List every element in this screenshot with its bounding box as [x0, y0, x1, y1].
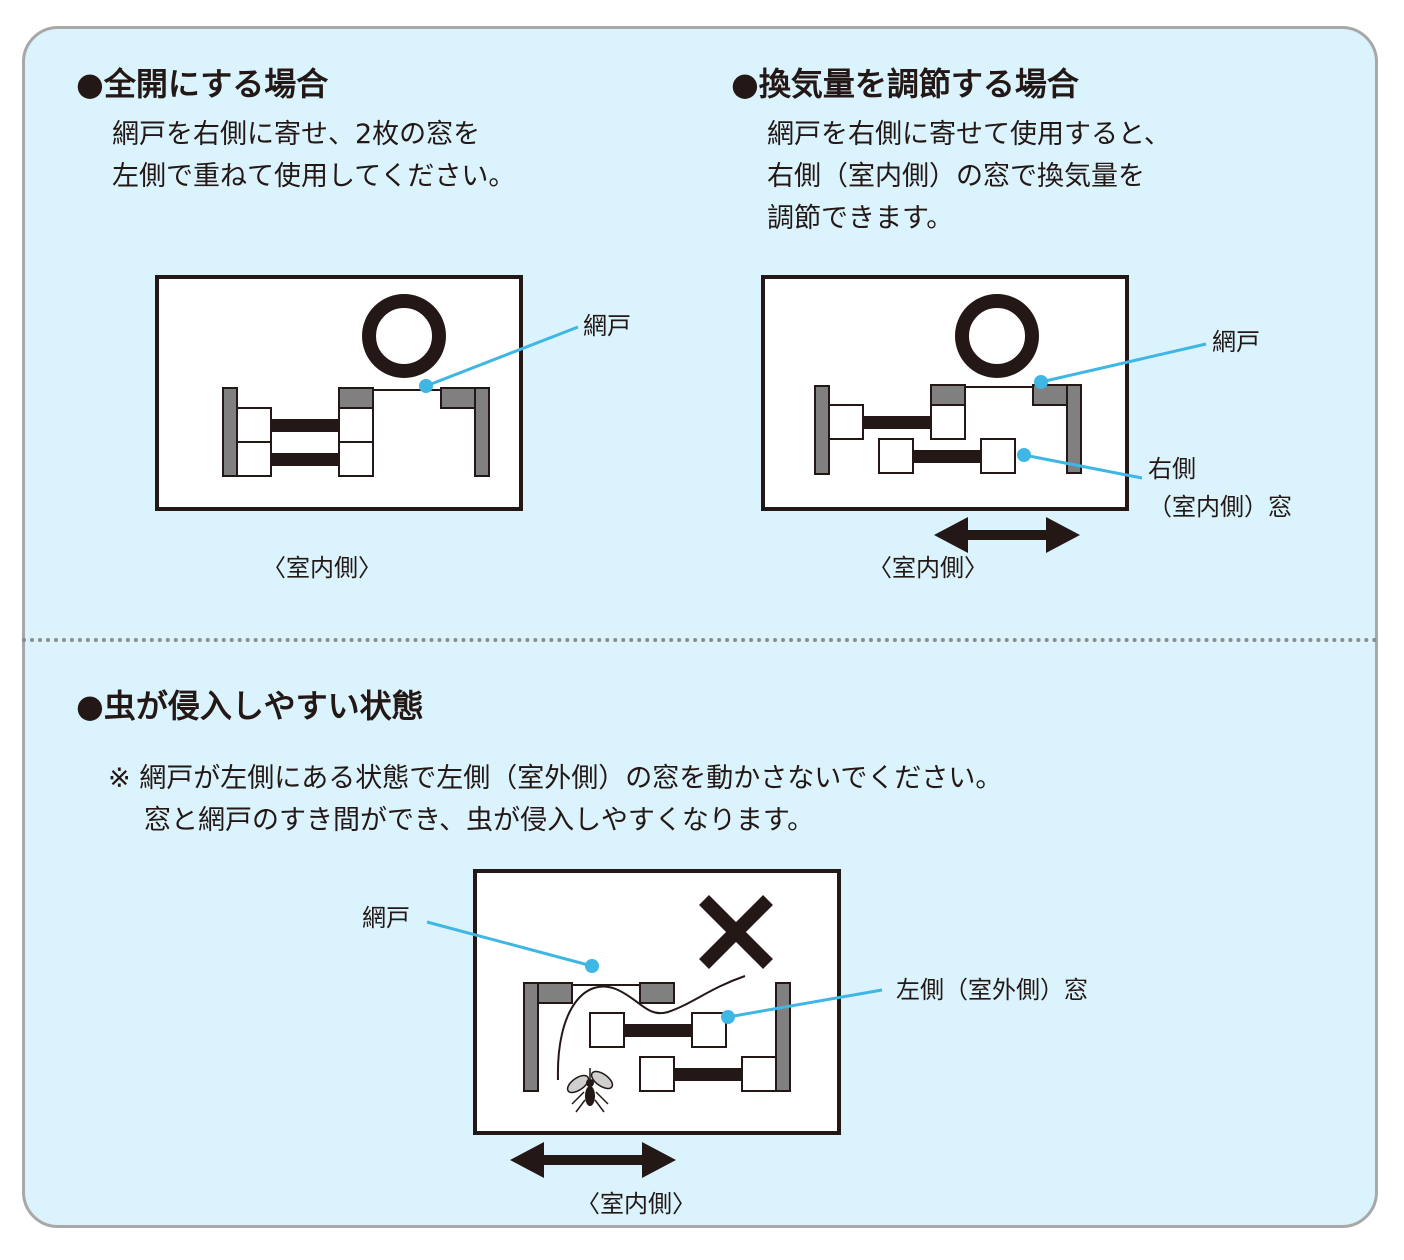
insects-text: ※ 網戸が左側にある状態で左側（室外側）の窓を動かさないでください。 窓と網戸の…: [108, 758, 1002, 842]
mosquito-icon: [566, 1068, 614, 1113]
ventilation-heading: ●換気量を調節する場合: [731, 65, 1079, 103]
ventilation-window-label: 右側 （室内側）窓: [1148, 450, 1292, 526]
leader-dot: [1034, 375, 1048, 389]
window-sash-end: [691, 1012, 727, 1048]
leader-dot: [721, 1010, 735, 1024]
left-jamb: [222, 387, 238, 477]
ventilation-screen-label: 網戸: [1212, 328, 1260, 356]
leader-dot: [585, 959, 599, 973]
screen-frame-left: [537, 982, 573, 1004]
window-sash-end: [639, 1056, 675, 1092]
insects-diagram: [426, 869, 883, 1178]
full-open-screen-label: 網戸: [583, 312, 631, 340]
ventilation-text-line-3: 調節できます。: [767, 203, 954, 234]
window-glass: [674, 1068, 742, 1081]
window-glass: [863, 416, 931, 429]
leader-line: [426, 920, 593, 968]
window-sash-end: [741, 1056, 777, 1092]
section-divider: [22, 638, 1378, 642]
window-sash-end: [236, 441, 272, 477]
full-open-side-label: 〈室内側〉: [262, 554, 382, 582]
window-glass: [271, 453, 339, 466]
leader-dot: [419, 379, 433, 393]
window-sash-end: [828, 404, 864, 440]
ventilation-window-label-line-2: （室内側）窓: [1148, 493, 1292, 521]
insects-screen-label: 網戸: [362, 904, 410, 932]
leader-line: [1040, 342, 1207, 384]
window-sash-end: [930, 404, 966, 440]
ventilation-text-line-1: 網戸を右側に寄せて使用すると、: [767, 119, 1171, 150]
full-open-text-line-1: 網戸を右側に寄せ、2枚の窓を: [112, 119, 481, 150]
window-sash-end: [338, 441, 374, 477]
left-jamb: [523, 982, 539, 1092]
window-sash-end: [589, 1012, 625, 1048]
ventilation-text-line-2: 右側（室内側）の窓で換気量を: [767, 161, 1145, 192]
ventilation-window-label-line-1: 右側: [1148, 455, 1196, 483]
insects-window-label: 左側（室外側）窓: [896, 976, 1088, 1004]
window-glass: [271, 419, 339, 432]
window-sash-end: [338, 407, 374, 443]
leader-line: [425, 325, 579, 388]
leader-line: [1023, 453, 1143, 480]
window-sash-end: [980, 438, 1016, 474]
full-open-text: 網戸を右側に寄せ、2枚の窓を 左側で重ねて使用してください。: [112, 114, 515, 198]
screen-frame-right: [440, 387, 476, 409]
circle-ok-icon: [955, 294, 1039, 378]
insect-path: [556, 975, 746, 1081]
left-jamb: [814, 385, 830, 475]
leader-dot: [1017, 448, 1031, 462]
full-open-diagram: [155, 275, 579, 511]
ventilation-text: 網戸を右側に寄せて使用すると、 右側（室内側）の窓で換気量を 調節できます。: [767, 114, 1171, 240]
ventilation-side-label: 〈室内側〉: [868, 554, 988, 582]
insects-text-line-2: 窓と網戸のすき間ができ、虫が侵入しやすくなります。: [144, 805, 815, 836]
right-jamb: [775, 982, 791, 1092]
full-open-text-line-2: 左側で重ねて使用してください。: [112, 161, 516, 192]
insects-side-label: 〈室内側〉: [576, 1190, 696, 1218]
right-jamb: [474, 387, 490, 477]
circle-ok-icon: [362, 294, 446, 378]
window-sash-end: [236, 407, 272, 443]
insects-heading: ●虫が侵入しやすい状態: [76, 687, 424, 725]
leader-line: [727, 988, 883, 1019]
insects-text-line-1: ※ 網戸が左側にある状態で左側（室外側）の窓を動かさないでください。: [108, 763, 1003, 794]
ventilation-diagram: [761, 275, 1207, 553]
screen-frame-right: [639, 982, 675, 1004]
screen-frame-left: [930, 384, 966, 406]
full-open-heading: ●全開にする場合: [76, 65, 329, 103]
screen-frame-left: [338, 387, 374, 409]
right-jamb: [1066, 384, 1082, 474]
double-arrow-icon: [510, 1142, 676, 1178]
double-arrow-icon: [934, 517, 1080, 553]
window-sash-end: [878, 438, 914, 474]
window-glass: [624, 1024, 692, 1037]
cross-ng-icon: [699, 895, 773, 969]
window-glass: [913, 450, 981, 463]
